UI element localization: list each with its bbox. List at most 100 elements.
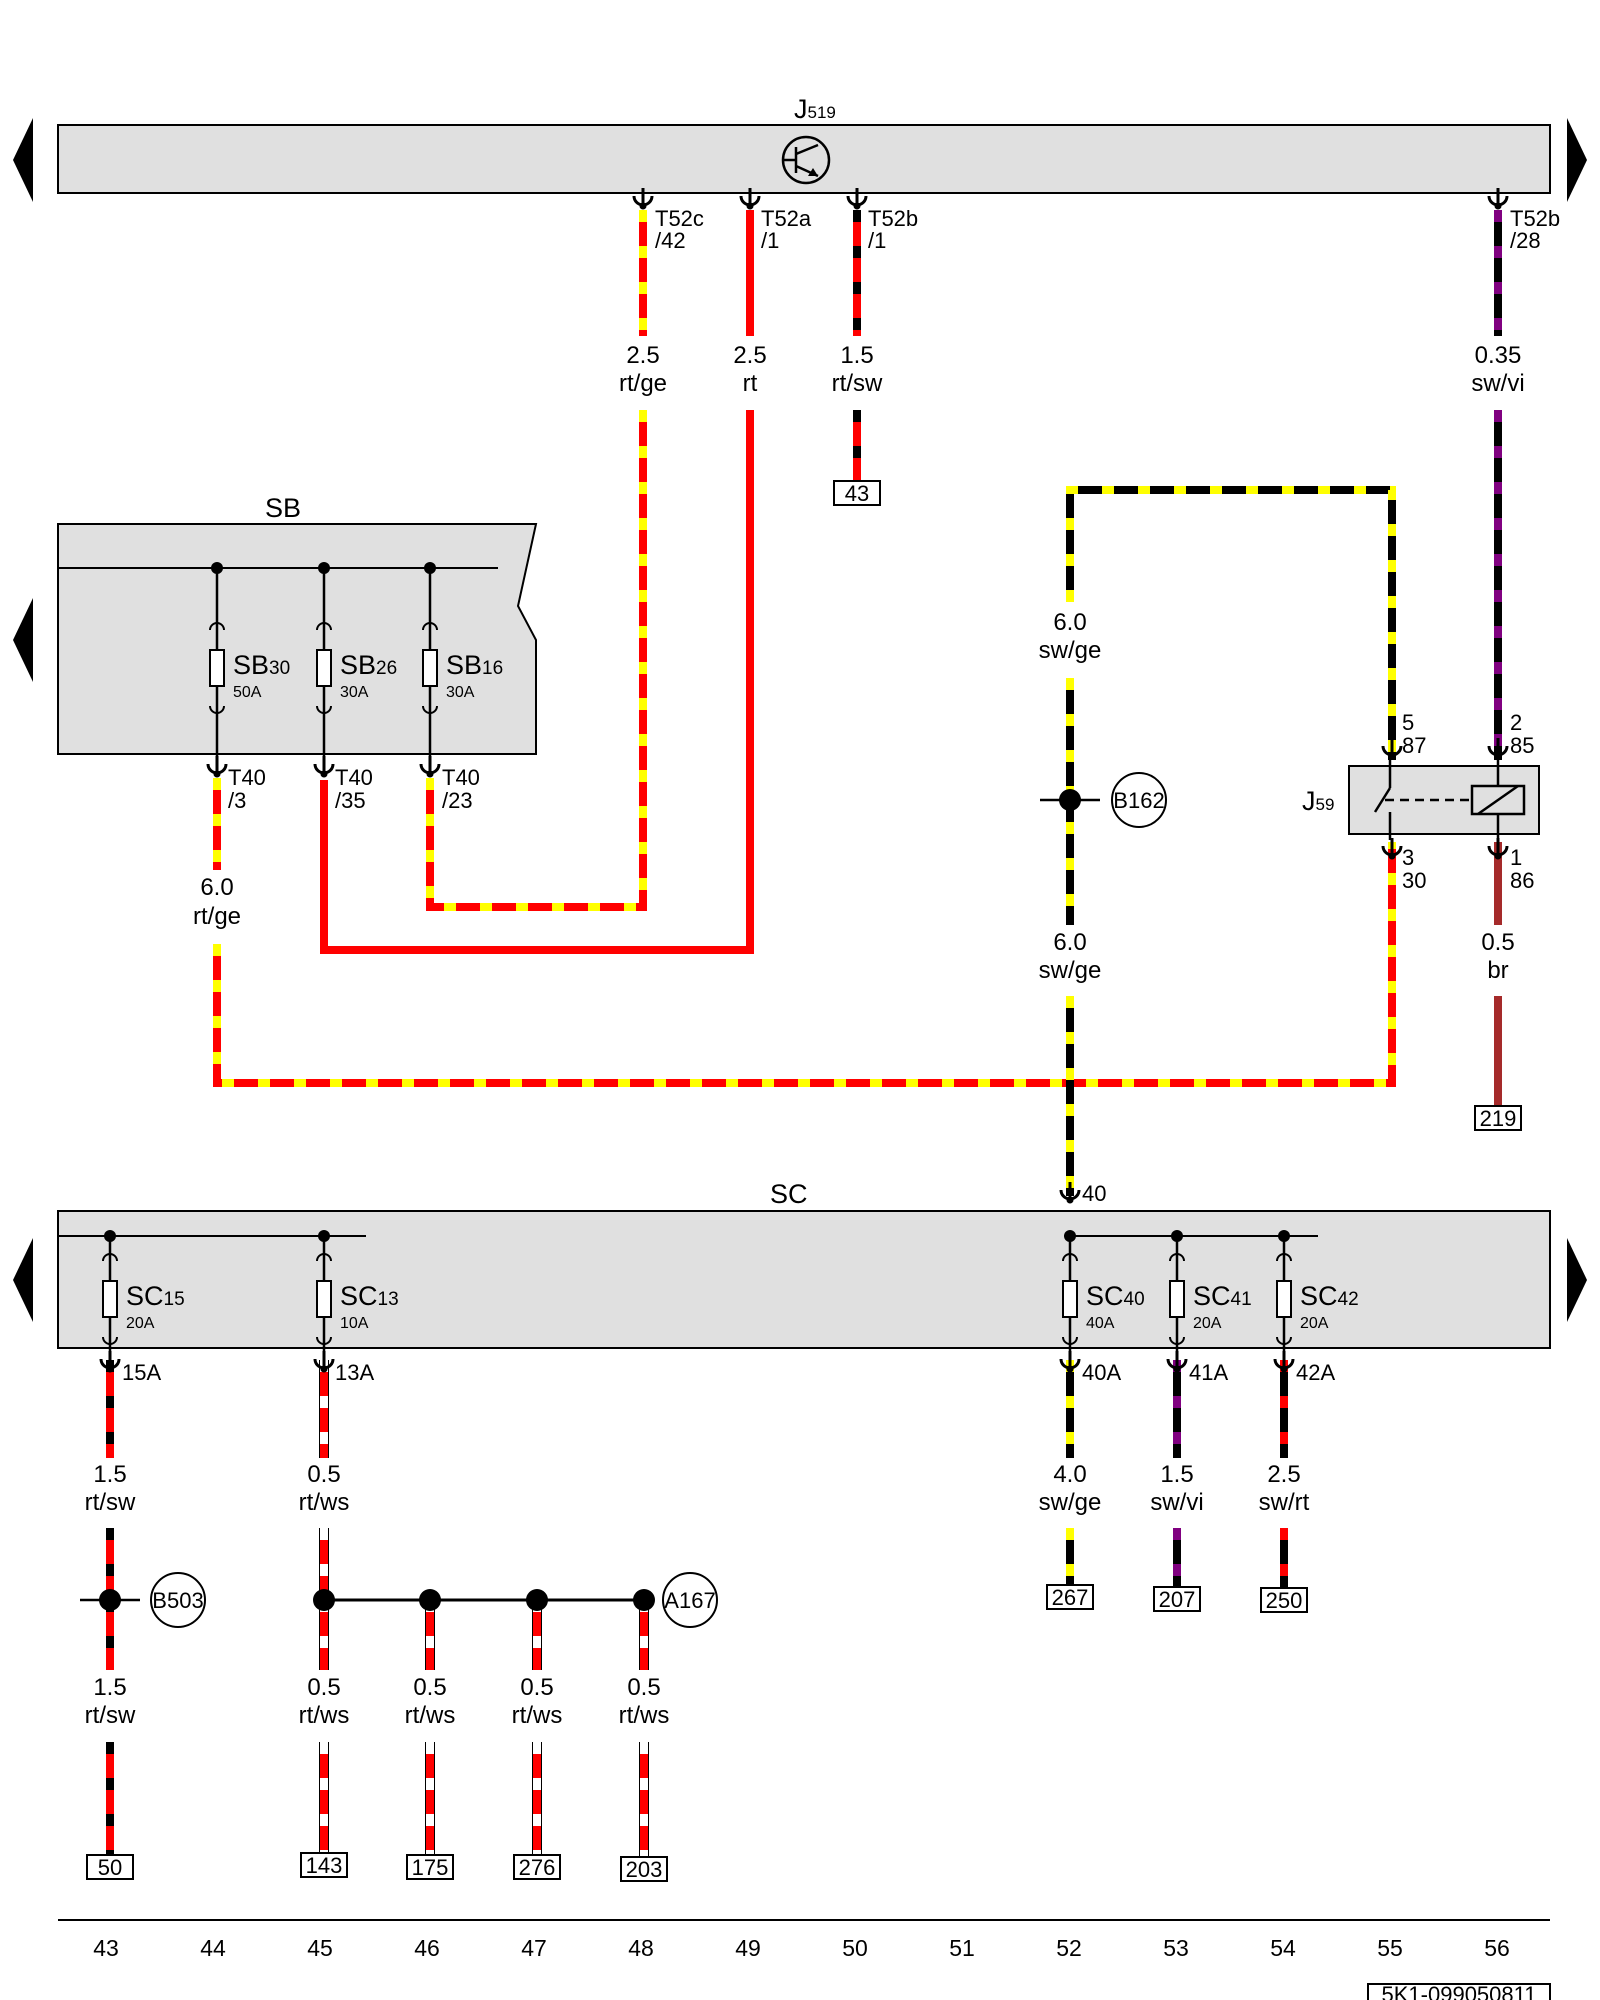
wire-13a-color: rt/ws [299,1489,350,1516]
column-number: 52 [1056,1935,1082,1961]
ref-box-267[interactable]: 267 [1046,1584,1094,1610]
terminal-t52b1 [846,188,868,210]
connector-t52c-label: T52c [655,206,704,231]
fuse-sb16-rating: 30A [446,684,475,701]
terminal-sc-40 [1059,1182,1081,1204]
splice-a167[interactable]: A167 [313,1572,718,1628]
wire-15a-color: rt/sw [85,1489,136,1516]
j59-pin3-label: 3 [1402,845,1414,870]
wire-t40-3-lower [213,842,1396,1087]
wire-t52b28-size: 0.35 [1475,342,1522,369]
column-number: 47 [521,1935,547,1961]
wire-15a-low-size: 1.5 [93,1674,126,1701]
wire-42a-size: 2.5 [1267,1461,1300,1488]
j59-label: J59 [1302,786,1334,816]
connector-t52c-pin: /42 [655,228,686,253]
wire-j59-86-size: 0.5 [1481,929,1514,956]
wire-t52b1-size: 1.5 [840,342,873,369]
ref-box-250[interactable]: 250 [1260,1587,1308,1613]
connector-t52a-pin: /1 [761,228,779,253]
connector-t52b28-pin: /28 [1510,228,1541,253]
connector-t40-3-pin: /3 [228,788,246,813]
ref-box-276[interactable]: 276 [513,1854,561,1880]
wire-j59-86-color: br [1487,957,1508,984]
wire-41a-size: 1.5 [1160,1461,1193,1488]
ref-box-50[interactable]: 50 [86,1854,134,1880]
wire-a3-color: rt/ws [512,1702,563,1729]
fuse-sc40-rating: 40A [1086,1315,1115,1332]
column-number: 45 [307,1935,333,1961]
page-arrow-left-top[interactable] [13,118,33,202]
wire-t52a-lower [320,410,754,954]
sc-pin40-label: 40 [1082,1181,1106,1206]
wire-40a-color: sw/ge [1039,1489,1102,1516]
wire-t52a-size: 2.5 [733,342,766,369]
doc-code-box: 5K1-099050811 [1367,1982,1551,2000]
wire-a1-color: rt/ws [299,1702,350,1729]
terminal-j59-1 [1487,838,1509,860]
page-arrow-right-bottom[interactable] [1567,1238,1587,1322]
column-number: 53 [1163,1935,1189,1961]
fuse-sc13[interactable]: SC13 10A [316,1230,399,1362]
fuse-sc40-label: SC40 [1086,1281,1145,1311]
ref-box-143[interactable]: 143 [300,1852,348,1878]
j59-pin86-label: 86 [1510,868,1534,893]
svg-text:276: 276 [519,1855,556,1880]
column-number: 44 [200,1935,226,1961]
column-number: 43 [93,1935,119,1961]
sc-pin41a-label: 41A [1189,1360,1228,1385]
connector-t40-35-label: T40 [335,765,373,790]
fuse-sc15-label: SC15 [126,1281,185,1311]
fuse-sc15-rating: 20A [126,1315,155,1332]
wire-swge-top-size: 6.0 [1053,609,1086,636]
wire-a2-size: 0.5 [413,1674,446,1701]
fuse-sb26-label: SB26 [340,650,397,680]
j59-pin2-label: 2 [1510,710,1522,735]
wire-labels: 2.5 rt/ge 2.5 rt 1.5 rt/sw 0.35 sw/vi 6.… [85,342,1525,1729]
fuse-sc15[interactable]: SC15 20A [102,1230,185,1362]
ref-box-203[interactable]: 203 [620,1856,668,1882]
svg-text:267: 267 [1052,1585,1089,1610]
fuse-sc13-rating: 10A [340,1315,369,1332]
wire-swge-mid-color: sw/ge [1039,957,1102,984]
sc-pin42a-label: 42A [1296,1360,1335,1385]
fuse-sb30-rating: 50A [233,684,262,701]
ref-box-175[interactable]: 175 [406,1854,454,1880]
page-arrow-left-bottom[interactable] [13,1238,33,1322]
wire-t40-3-size: 6.0 [200,874,233,901]
splice-b503-label: B503 [152,1588,203,1613]
fuse-layer: SB3050ASB2630ASB1630ASC1520ASC1310ASC404… [102,562,1359,1362]
fuse-sc13-label: SC13 [340,1281,399,1311]
fuse-sc40[interactable]: SC40 40A [1062,1230,1145,1362]
wire-a1-size: 0.5 [307,1674,340,1701]
connector-t52b28-label: T52b [1510,206,1560,231]
fuse-sc41-rating: 20A [1193,1315,1222,1332]
splice-b503[interactable]: B503 [80,1572,206,1628]
page-arrow-right-top[interactable] [1567,118,1587,202]
ref-box-219[interactable]: 219 [1474,1105,1522,1131]
j59-pin30-label: 30 [1402,868,1426,893]
fuse-sc42-label: SC42 [1300,1281,1359,1311]
wire-t52b28-color: sw/vi [1471,370,1524,397]
connector-t40-23-label: T40 [442,765,480,790]
splice-b162-label: B162 [1113,788,1164,813]
ref-box-207[interactable]: 207 [1153,1586,1201,1612]
wire-t52a-color: rt [743,370,758,397]
wire-swge-loop [1066,486,1396,760]
wire-swge-mid-size: 6.0 [1053,929,1086,956]
wire-41a-color: sw/vi [1150,1489,1203,1516]
splice-b162[interactable]: B162 [1040,772,1167,828]
sc-pin13a-label: 13A [335,1360,374,1385]
ref-box-43[interactable]: 43 [833,480,881,506]
terminal-j59-3 [1381,838,1403,860]
connector-t40-23-pin: /23 [442,788,473,813]
wire-a3-size: 0.5 [520,1674,553,1701]
page-arrow-left-mid[interactable] [13,598,33,682]
